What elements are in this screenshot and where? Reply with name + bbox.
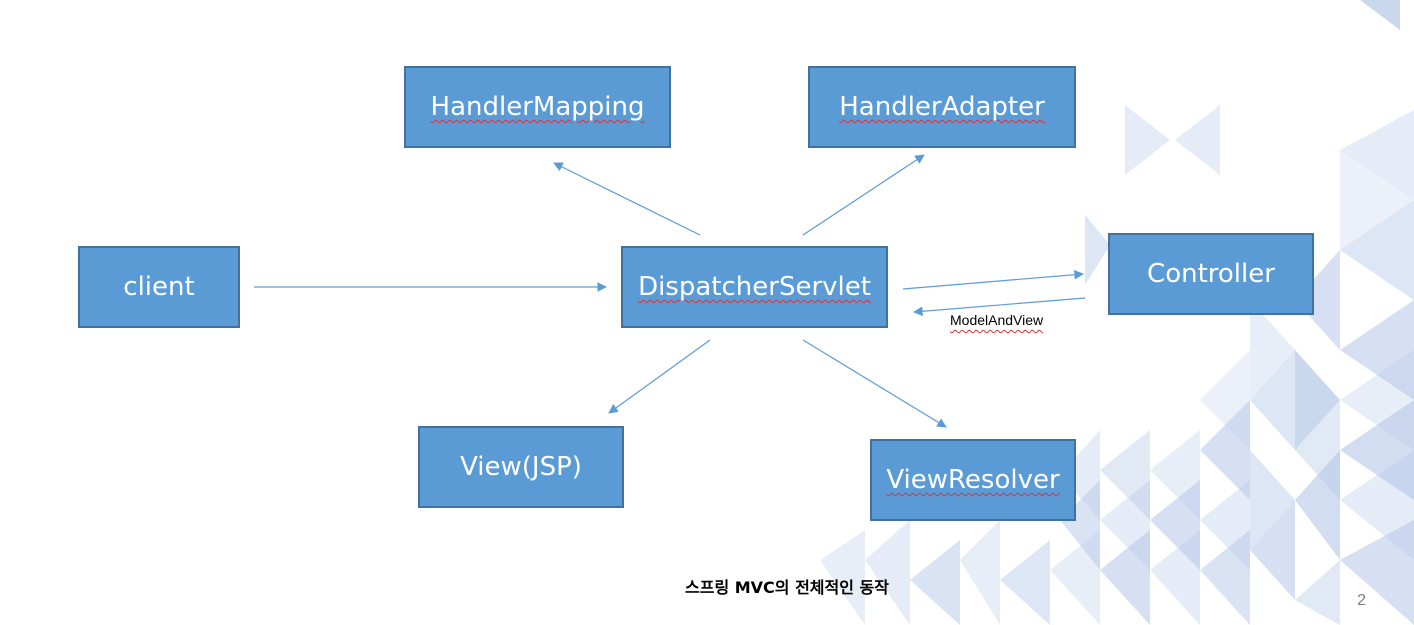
node-handler-adapter: HandlerAdapter <box>808 66 1076 148</box>
node-view-resolver-label: ViewResolver <box>886 465 1060 495</box>
node-handler-mapping-label: HandlerMapping <box>430 92 645 122</box>
node-view-jsp: View(JSP) <box>418 426 624 508</box>
edge-label-model-and-view: ModelAndView <box>950 312 1044 328</box>
page-number: 2 <box>1357 592 1366 609</box>
slide-caption: 스프링 MVC의 전체적인 동작 <box>685 578 889 597</box>
node-handler-adapter-label: HandlerAdapter <box>839 92 1045 122</box>
node-client: client <box>78 246 240 328</box>
node-dispatcher-servlet-label: DispatcherServlet <box>638 272 871 302</box>
node-client-label: client <box>123 272 195 302</box>
node-controller-label: Controller <box>1147 259 1275 289</box>
node-view-jsp-label: View(JSP) <box>460 452 582 482</box>
node-view-resolver: ViewResolver <box>870 439 1076 521</box>
node-handler-mapping: HandlerMapping <box>404 66 671 148</box>
node-dispatcher-servlet: DispatcherServlet <box>621 246 888 328</box>
node-controller: Controller <box>1108 233 1314 315</box>
